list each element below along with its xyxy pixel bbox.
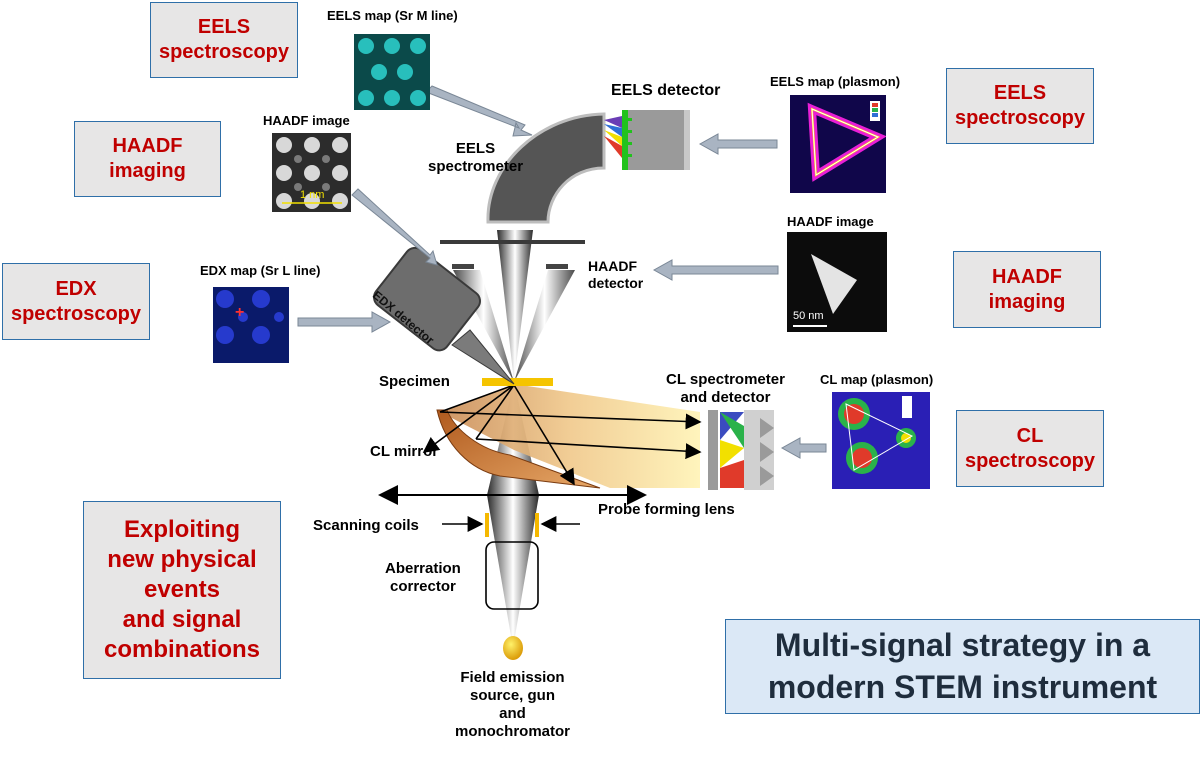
haadf-atomic-image: 1 nm	[272, 133, 351, 212]
scanning-coil-left	[485, 513, 489, 537]
eels-sr-map	[354, 34, 430, 110]
label-eels-spectrometer: EELS spectrometer	[428, 140, 524, 175]
label-eels-detector: EELS detector	[611, 82, 721, 99]
caption-edx-sr: EDX map (Sr L line)	[200, 263, 321, 278]
scale-50nm: 50 nm	[793, 310, 824, 322]
field-emission-source	[503, 636, 523, 660]
label-cl-mirror: CL mirror	[370, 443, 439, 460]
specimen-bar	[482, 378, 553, 386]
scanning-coil-right	[535, 513, 539, 537]
eels-spectroscopy-box-right: EELS spectroscopy	[946, 68, 1094, 144]
label-probe-lens: Probe forming lens	[598, 501, 735, 518]
edx-sr-map: +	[213, 287, 289, 363]
arrow-eels-plasmon	[698, 133, 778, 155]
haadf-cone-right	[514, 270, 575, 382]
cl-plasmon-map	[832, 392, 930, 489]
arrow-edx-map	[297, 311, 392, 333]
cl-mirror	[436, 409, 601, 489]
cl-spectroscopy-box-right: CL spectroscopy	[956, 410, 1104, 487]
label-specimen: Specimen	[379, 373, 450, 390]
scale-1nm: 1 nm	[300, 189, 325, 201]
aberration-corrector	[485, 541, 539, 610]
electron-beam-upper	[497, 230, 533, 382]
caption-haadf-triangle: HAADF image	[787, 214, 874, 229]
label-cl-spectrometer: CL spectrometer and detector	[666, 371, 785, 406]
arrow-haadf-map	[351, 188, 438, 266]
svg-text:+: +	[235, 304, 244, 321]
cl-detector	[708, 410, 774, 490]
caption-eels-sr: EELS map (Sr M line)	[327, 8, 458, 23]
eels-plasmon-map	[790, 95, 886, 193]
eels-spectroscopy-box-left: EELS spectroscopy	[150, 2, 298, 78]
cl-rays	[422, 384, 702, 486]
caption-haadf-atomic: HAADF image	[263, 113, 350, 128]
label-aberration: Aberration corrector	[385, 560, 461, 595]
cl-light-region	[440, 384, 700, 488]
haadf-detector-plate	[440, 240, 585, 244]
label-haadf-detector: HAADF detector	[588, 258, 644, 291]
main-title: Multi-signal strategy in a modern STEM i…	[725, 619, 1200, 714]
haadf-triangle-image: 50 nm	[787, 232, 887, 332]
caption-cl-plasmon: CL map (plasmon)	[820, 372, 934, 387]
caption-eels-plasmon: EELS map (plasmon)	[770, 74, 901, 89]
haadf-imaging-box-left: HAADF imaging	[74, 121, 221, 197]
edx-detector	[373, 246, 481, 352]
arrow-haadf-triangle	[652, 259, 779, 281]
eels-detector	[624, 110, 684, 170]
exploiting-box: Exploiting new physical events and signa…	[83, 501, 281, 679]
electron-beam-lower	[487, 495, 539, 648]
arrow-cl-map	[780, 437, 827, 459]
arrow-eels-map	[425, 85, 533, 137]
label-scanning-coils: Scanning coils	[313, 517, 419, 534]
label-source: Field emission source, gun and monochrom…	[454, 669, 570, 740]
eels-spectrometer	[486, 112, 606, 224]
edx-spectroscopy-box-left: EDX spectroscopy	[2, 263, 150, 340]
haadf-imaging-box-right: HAADF imaging	[953, 251, 1101, 328]
